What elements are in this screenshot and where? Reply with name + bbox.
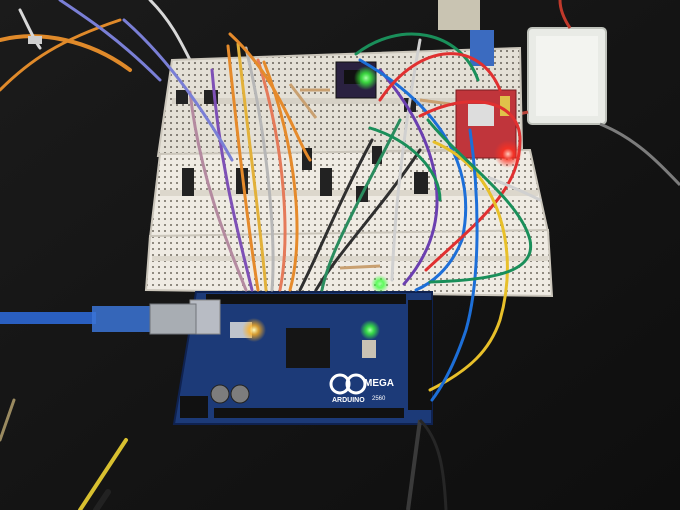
module-led-red [494,140,522,168]
board-revision-label: 2560 [372,396,386,402]
stray-wires-top-left [0,0,192,92]
resistors [288,83,451,270]
arduino-brand-label: ARDUINO [332,397,365,404]
loose-wire-ends [0,398,128,510]
status-led-green-board [360,320,380,340]
power-led-orange [242,318,266,342]
lipo-battery [491,0,680,187]
board-model-label: MEGA [364,378,394,389]
status-led-green-top [354,66,378,90]
right-cable [418,418,448,510]
usb-cable [0,303,197,335]
breadboard-bottom [144,228,554,298]
status-led-green-header [371,275,389,293]
jumper-wires [122,18,542,402]
bottom-cable [406,419,422,510]
arduino-mega-board: ARDUINO MEGA 2560 [172,291,433,425]
